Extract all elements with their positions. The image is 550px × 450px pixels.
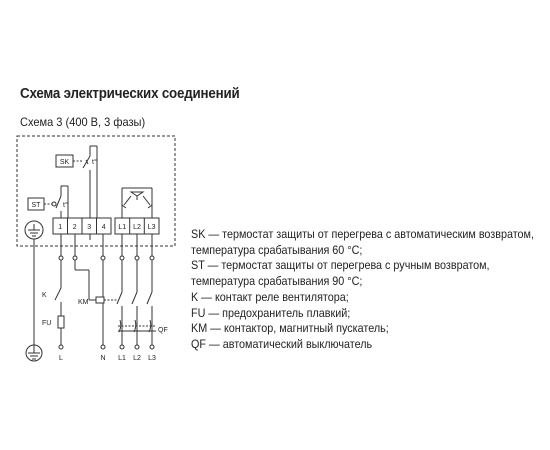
sk-label: SK (60, 159, 70, 166)
fu-label: FU (42, 320, 51, 327)
legend-line: K — контакт реле вентилятора; (191, 290, 349, 304)
sk-temp-label: t° (92, 158, 97, 166)
terminal-label: L1 (118, 224, 126, 231)
page-title: Схема электрических соединений (20, 86, 240, 102)
bottom-label-l3: L3 (148, 355, 156, 362)
k-label: K (42, 292, 47, 299)
km-label: KM (78, 299, 89, 306)
bottom-label-l1: L1 (118, 355, 126, 362)
scheme-subtitle: Схема 3 (400 В, 3 фазы) (20, 115, 146, 129)
bottom-label-l2: L2 (133, 355, 141, 362)
terminal-label: 1 (58, 224, 62, 231)
terminal-label: 3 (87, 224, 91, 231)
legend-line: температура срабатывания 60 °C; (191, 243, 363, 257)
bottom-label-n: N (100, 355, 105, 362)
km-coil (95, 296, 105, 304)
legend-line: QF — автоматический выключатель (191, 337, 373, 351)
legend-line: FU — предохранитель плавкий; (191, 306, 351, 320)
qf-label: QF (158, 327, 168, 334)
enclosure-dashed-border (16, 135, 176, 247)
terminal-label: 4 (102, 224, 106, 231)
fu-fuse (57, 315, 65, 329)
legend-line: KM — контактор, магнитный пускатель; (191, 322, 389, 336)
legend-line: температура срабатывания 90 °C; (191, 275, 363, 289)
terminal-label: 2 (73, 224, 77, 231)
terminal-label: L2 (133, 224, 141, 231)
st-label: ST (32, 202, 42, 209)
st-temp-label: t° (63, 201, 68, 209)
legend-line: ST — термостат защиты от перегрева с руч… (191, 259, 490, 273)
legend-line: SK — термостат защиты от перегрева с авт… (191, 228, 534, 241)
bottom-label-l: L (59, 355, 63, 362)
terminal-label: L3 (148, 224, 156, 231)
legend: SK — термостат защиты от перегрева с авт… (191, 227, 534, 353)
